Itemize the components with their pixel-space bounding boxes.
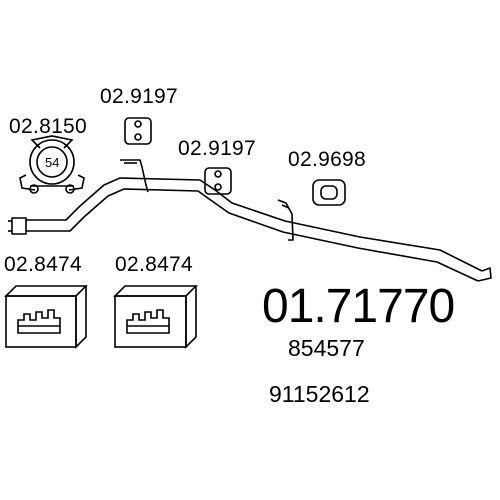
box-left-icon <box>4 285 88 349</box>
hanger-mid-code: 02.9197 <box>178 137 257 160</box>
box-left-code: 02.8474 <box>4 253 83 276</box>
clamp-code: 02.8150 <box>9 115 88 138</box>
clamp-size-label: 54 <box>45 155 59 170</box>
exhaust-pipe <box>8 159 492 282</box>
hanger-left-icon <box>124 117 152 145</box>
clamp-icon <box>19 135 85 194</box>
oem-reference: 854577 <box>288 335 365 361</box>
box-right-code: 02.8474 <box>115 253 194 276</box>
product-code: 01.71770 <box>262 280 455 333</box>
oem-reference: 91152612 <box>269 381 370 407</box>
box-right-icon <box>113 285 198 349</box>
rubber-mount-code: 02.9698 <box>288 148 367 171</box>
hanger-mid-icon <box>204 167 232 195</box>
hanger-left-code: 02.9197 <box>100 85 179 108</box>
rubber-mount-icon <box>312 179 346 206</box>
